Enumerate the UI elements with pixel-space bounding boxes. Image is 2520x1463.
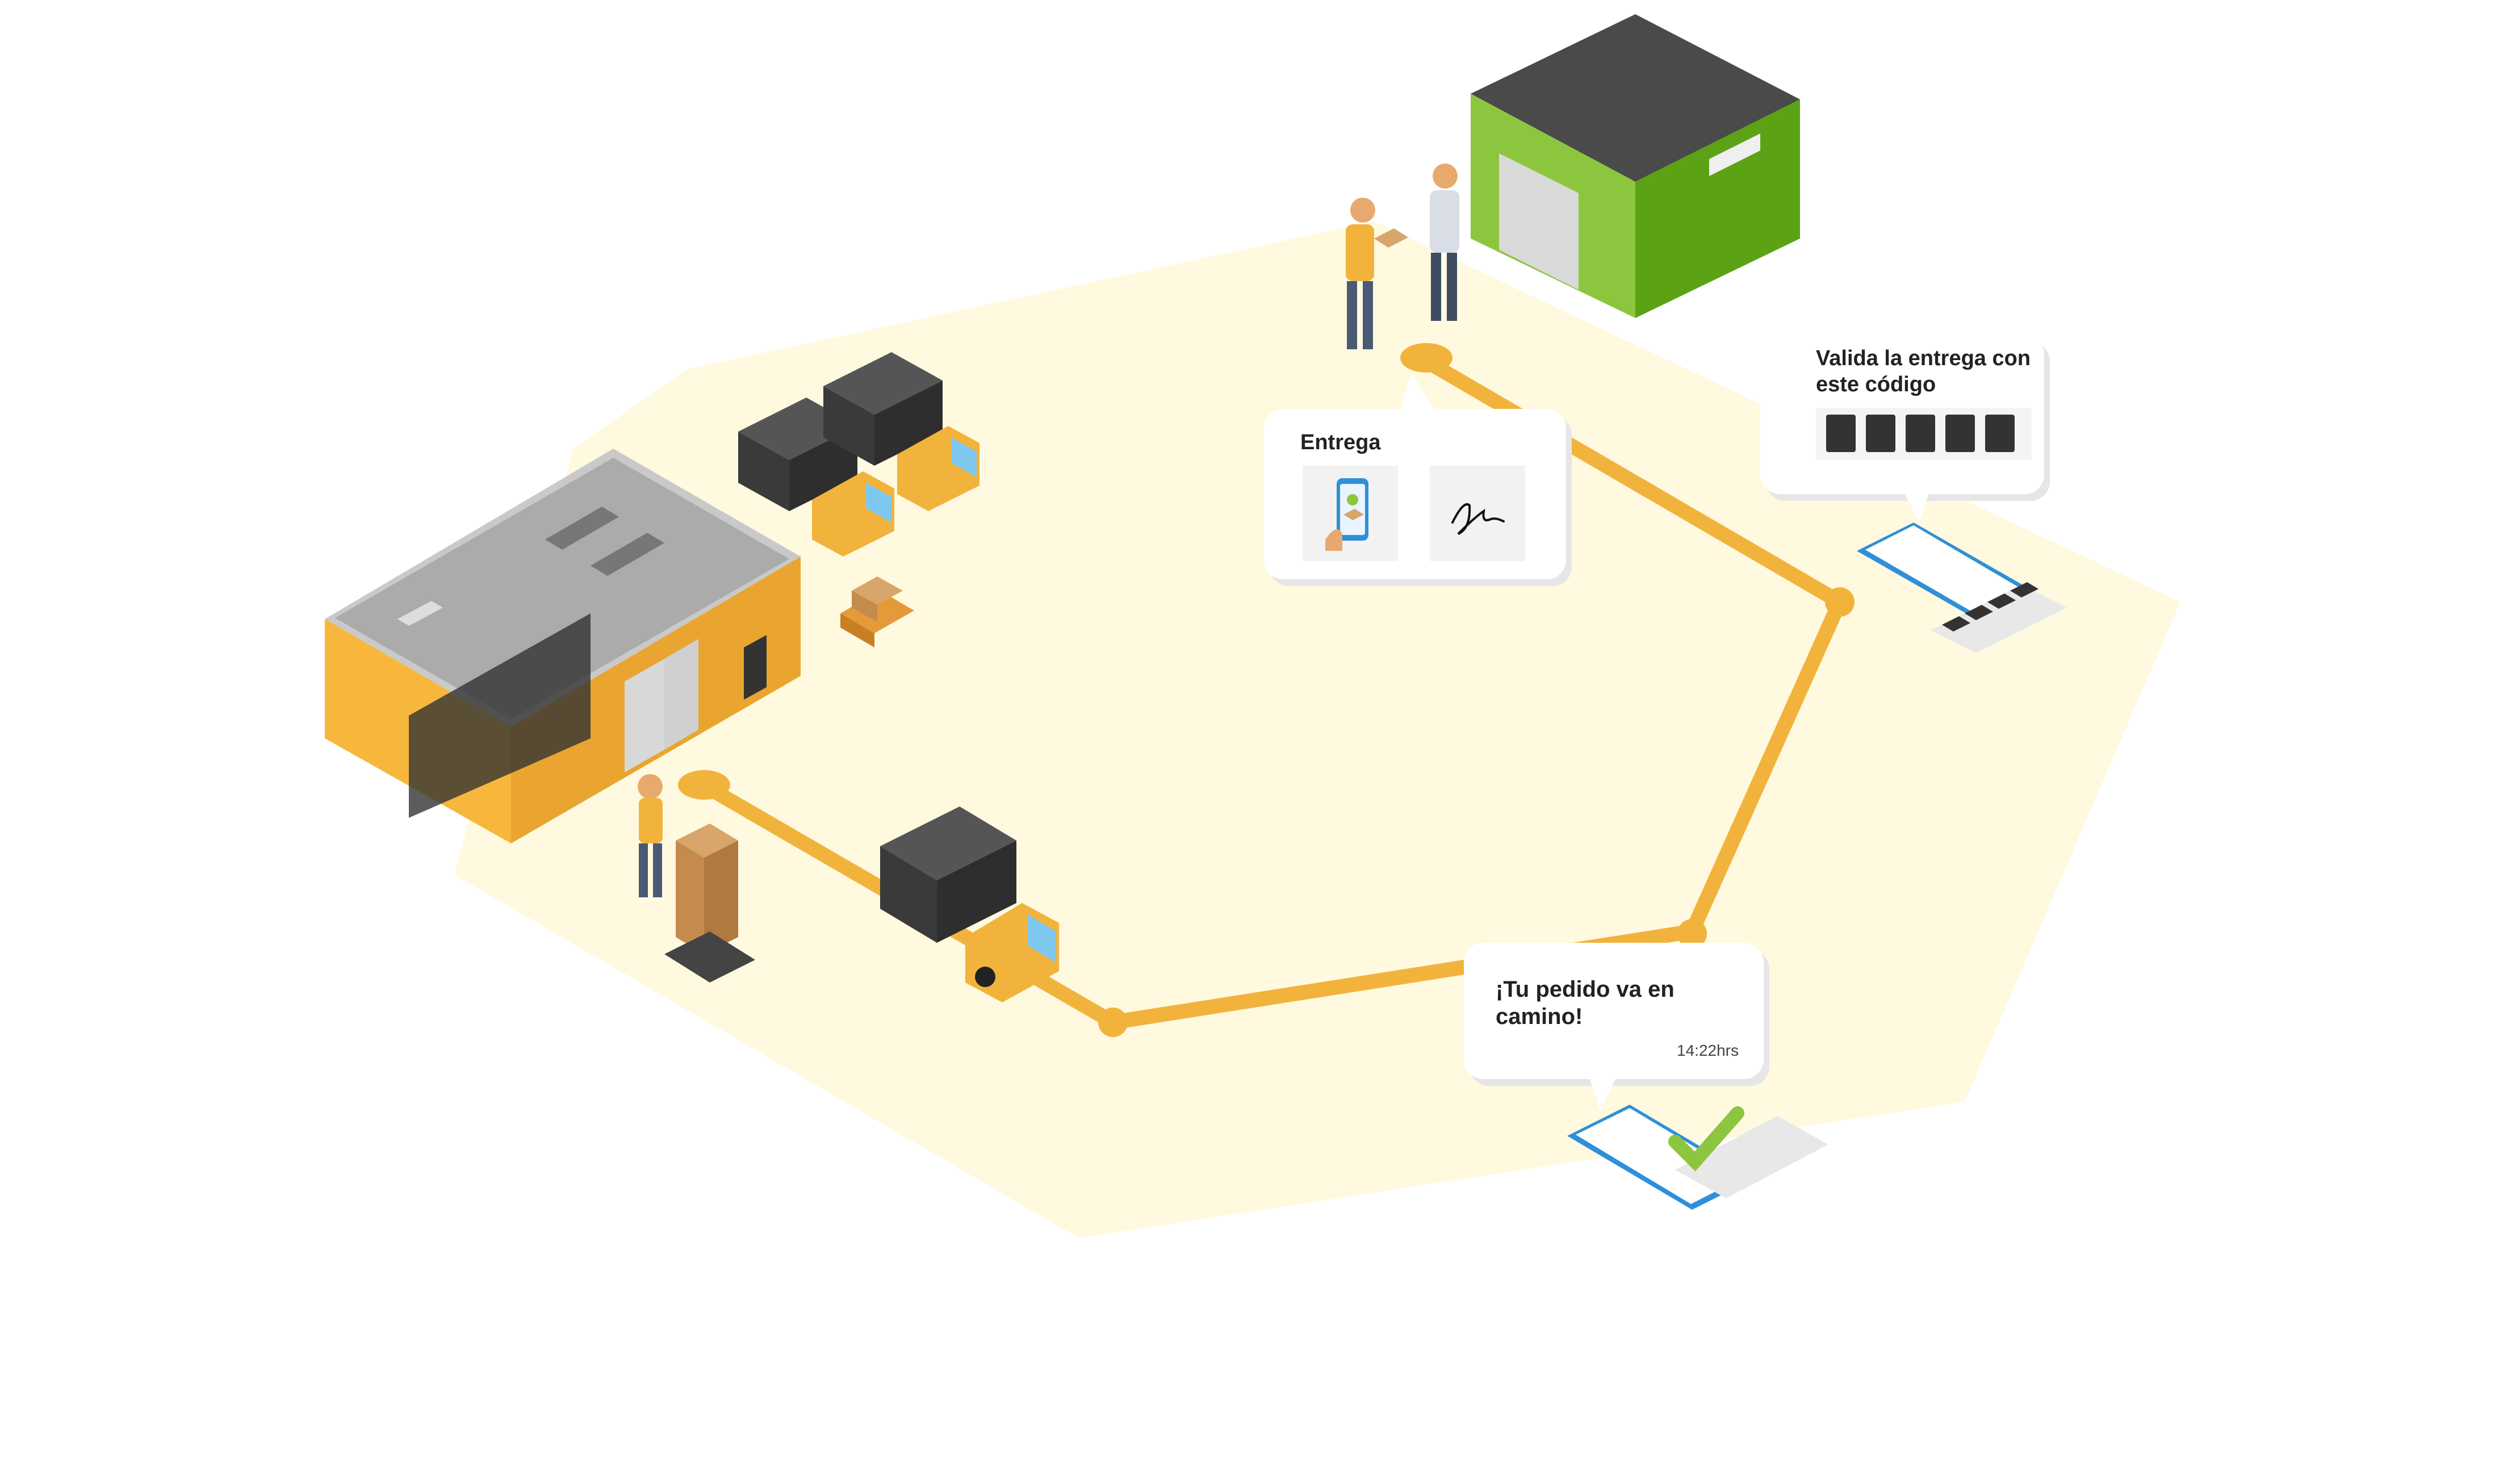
code-digit [1945, 415, 1975, 452]
route-node [1825, 587, 1855, 617]
code-digit [1866, 415, 1895, 452]
code-digit [1985, 415, 2015, 452]
validation-code-field [1816, 408, 2032, 460]
box-pallet-icon [840, 576, 914, 647]
route-node [1098, 1008, 1128, 1037]
validation-code-title: Valida la entrega con este código [1816, 346, 2031, 396]
delivery-bubble: Entrega [1264, 373, 1566, 579]
truck-icon [880, 806, 1059, 1002]
route-start-node [678, 770, 730, 800]
truck-icon [823, 352, 979, 511]
route-end-node [1400, 343, 1452, 373]
phone-code-icon [1857, 522, 2067, 653]
code-digit [1906, 415, 1935, 452]
validation-code-bubble: Valida la entrega con este código [1760, 335, 2044, 522]
phone-checkmark-icon [1567, 1105, 1828, 1210]
code-digit [1826, 415, 1856, 452]
order-status-title: ¡Tu pedido va en camino! [1496, 977, 1675, 1029]
worker-with-pallet-jack-icon [638, 774, 755, 983]
package-handover-icon [1346, 164, 1459, 349]
signature-icon [1430, 466, 1525, 561]
order-status-time: 14:22hrs [1677, 1042, 1739, 1059]
delivery-bubble-title: Entrega [1300, 430, 1381, 454]
truck-icon [738, 398, 894, 557]
phone-delivery-icon [1303, 466, 1398, 561]
green-warehouse-icon [1471, 14, 1800, 318]
route-node [1677, 919, 1707, 948]
order-status-bubble: ¡Tu pedido va en camino! 14:22hrs [1464, 943, 1764, 1111]
orange-warehouse-icon [325, 449, 801, 843]
